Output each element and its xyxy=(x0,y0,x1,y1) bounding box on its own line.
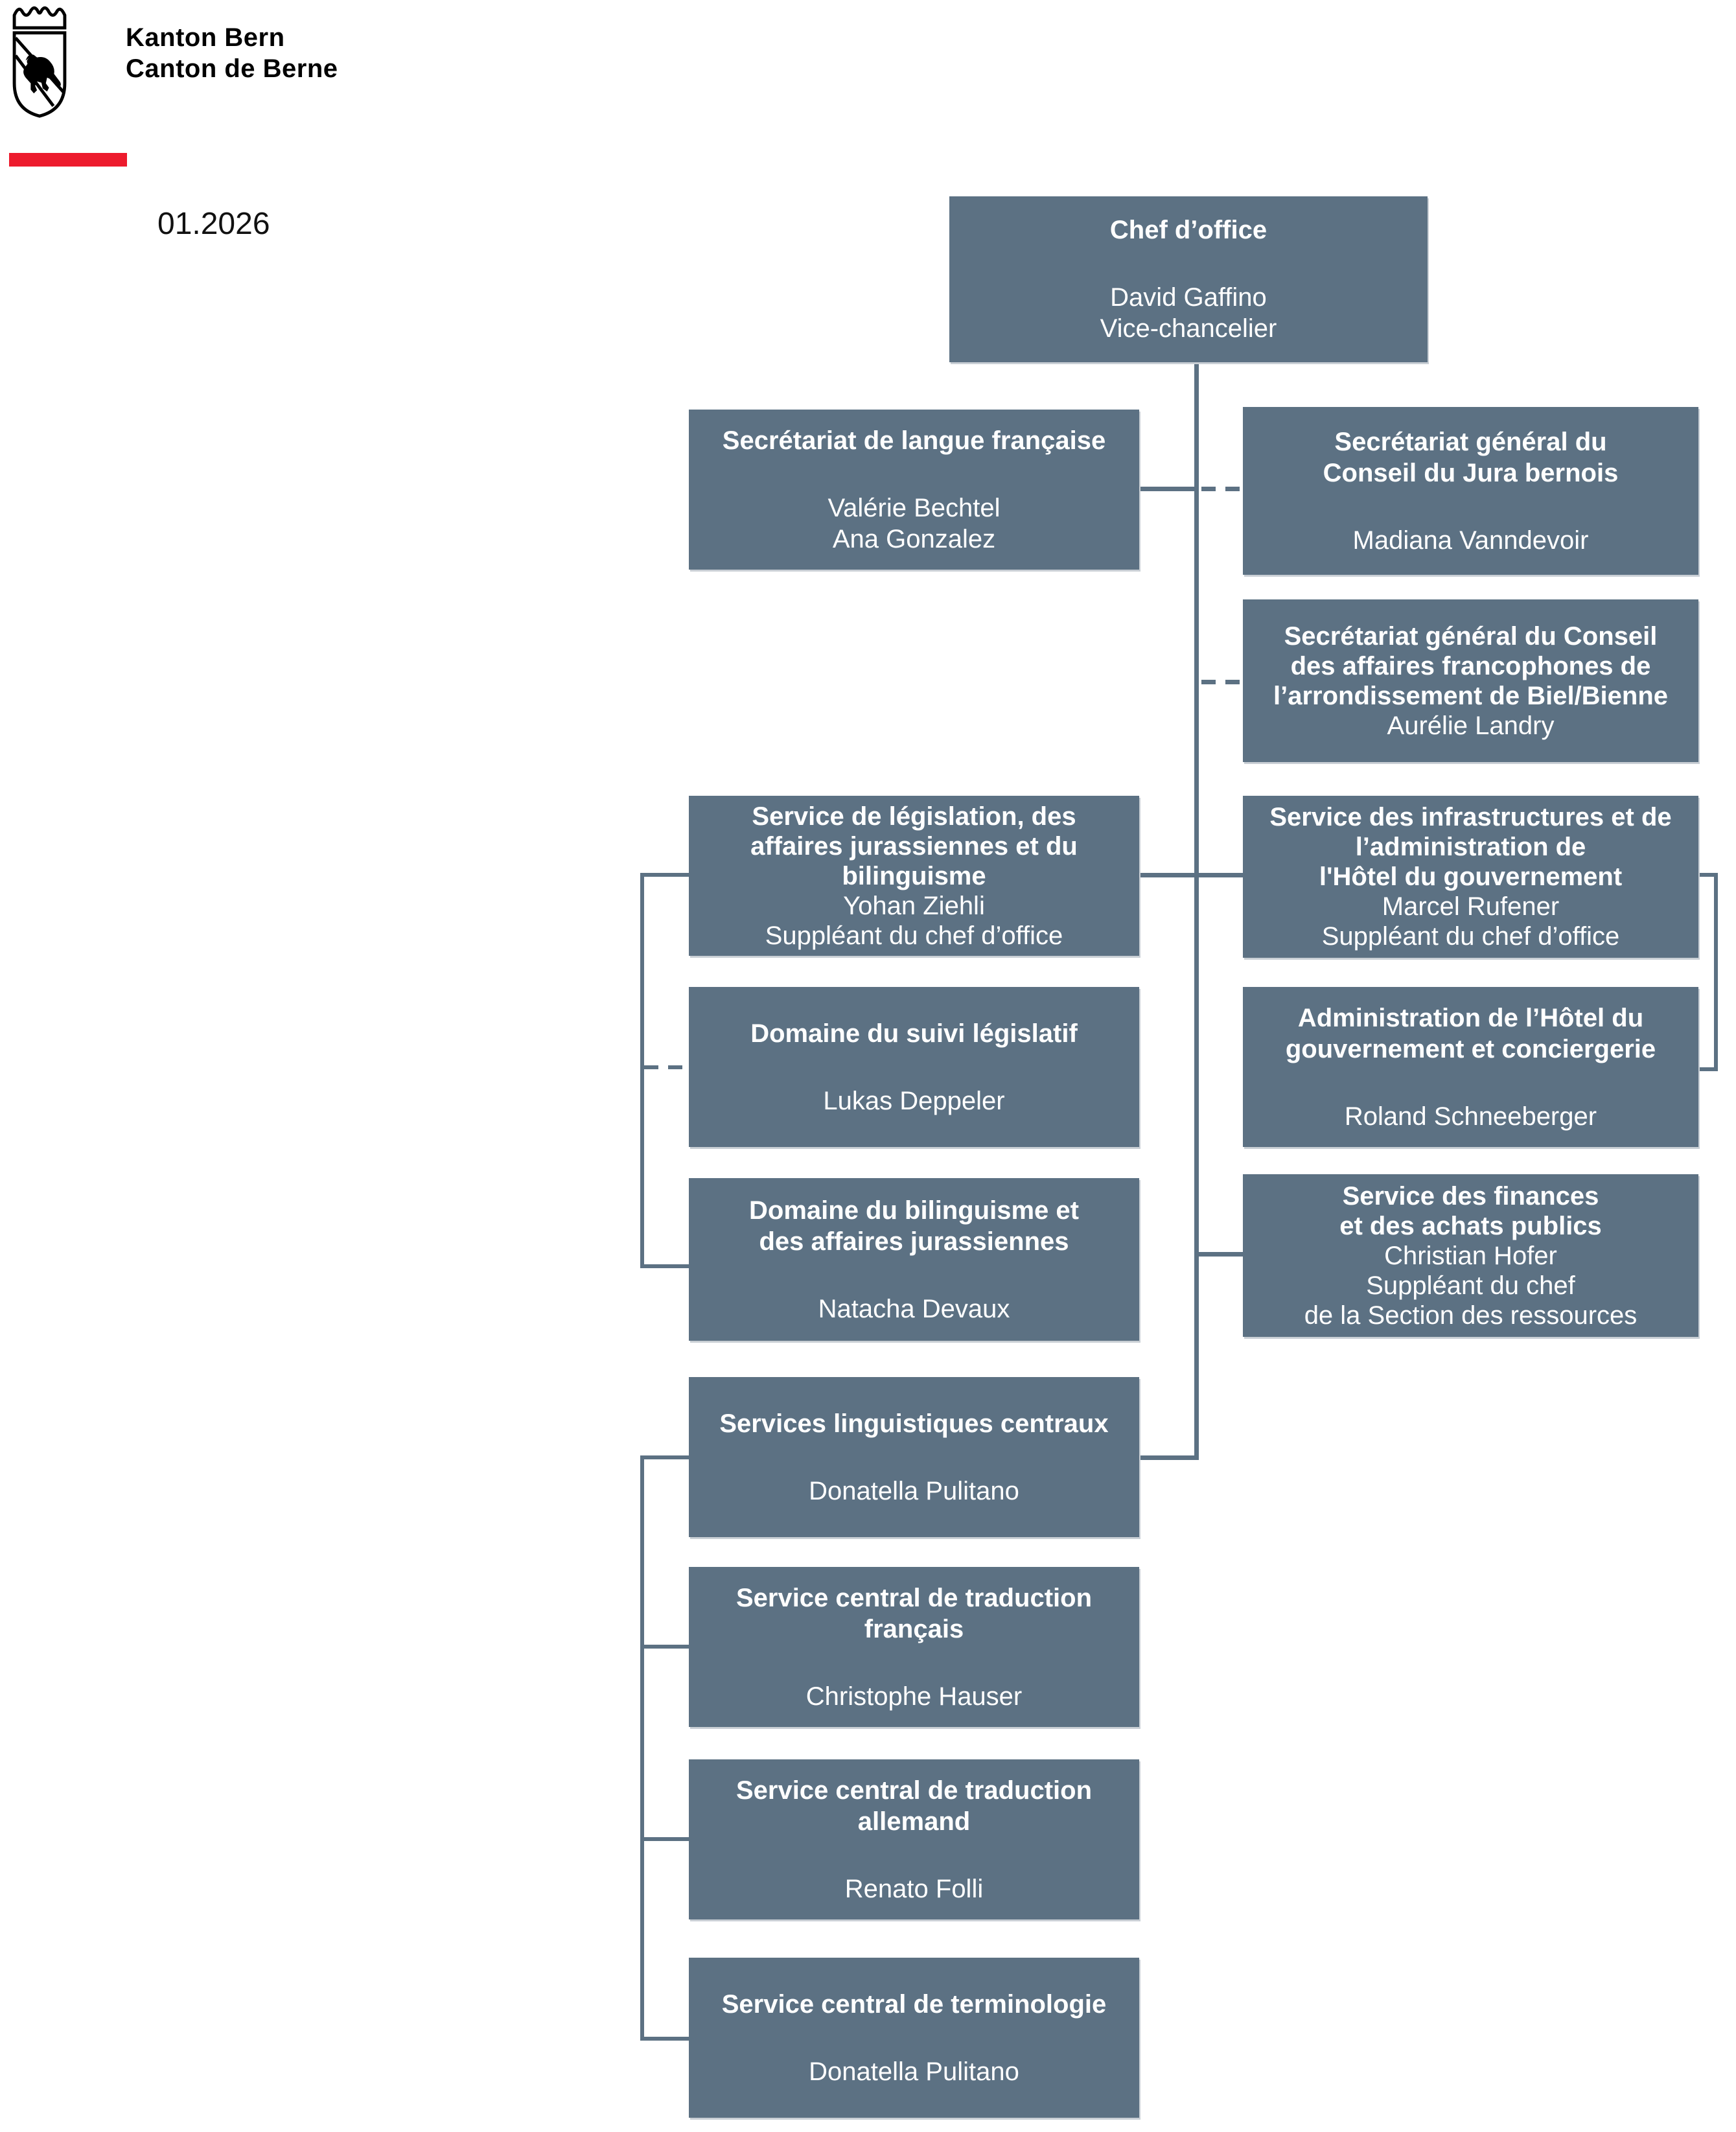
chart-date: 01.2026 xyxy=(157,207,270,241)
logo-wordmark: Kanton Bern Canton de Berne xyxy=(126,22,338,84)
connector-stub-terminologie xyxy=(640,2037,689,2041)
connector-stub-infrastructures xyxy=(1698,873,1714,877)
connector-branch-finances xyxy=(1199,1252,1243,1257)
box-names: Aurélie Landry xyxy=(1387,711,1555,740)
connector-stub-linguistiques xyxy=(640,1455,689,1459)
box-names: Renato Folli xyxy=(844,1874,984,1903)
connector-stub-admin-hotel xyxy=(1698,1067,1714,1071)
logo-line-2: Canton de Berne xyxy=(126,54,338,83)
box-names: Natacha Devaux xyxy=(818,1294,1010,1323)
connector-stub-suivi-dashed xyxy=(644,1065,689,1069)
box-title: Services linguistiques centraux xyxy=(719,1409,1109,1438)
box-names: Christophe Hauser xyxy=(805,1682,1023,1711)
connector-stub-bilinguisme xyxy=(640,1264,689,1268)
org-box-secretariat-langue-francaise: Secrétariat de langue française Valérie … xyxy=(689,410,1139,570)
box-names: Roland Schneeberger xyxy=(1344,1102,1597,1131)
logo-line-1: Kanton Bern xyxy=(126,23,285,52)
connector-branch-linguistiques xyxy=(1139,1455,1196,1460)
connector-stub-traduction-allemand xyxy=(640,1837,689,1841)
box-title: Service central de terminologie xyxy=(721,1989,1107,2019)
box-title: Domaine du suivi législatif xyxy=(750,1019,1078,1048)
box-names: Donatella Pulitano xyxy=(809,1476,1019,1505)
connector-branch-jura-dashed xyxy=(1201,487,1243,491)
box-title: Chef d’office xyxy=(1109,216,1267,244)
connector-stub-legislation xyxy=(640,873,689,877)
connector-left-bracket-linguistiques xyxy=(640,1455,644,2041)
org-box-domaine-suivi-legislatif: Domaine du suivi législatif Lukas Deppel… xyxy=(689,987,1139,1147)
bern-coat-of-arms-icon xyxy=(12,6,67,118)
connector-left-bracket-legislation xyxy=(640,873,644,1268)
connector-branch-legislation-infrastructures xyxy=(1139,873,1243,877)
box-names: Madiana Vanndevoir xyxy=(1352,526,1589,555)
org-box-terminologie: Service central de terminologie Donatell… xyxy=(689,1958,1139,2118)
connector-trunk xyxy=(1194,362,1199,1460)
red-accent-bar xyxy=(9,153,127,167)
box-names: Donatella Pulitano xyxy=(809,2057,1019,2086)
connector-branch-caf-dashed xyxy=(1201,680,1243,684)
connector-right-bracket-infrastructures xyxy=(1714,873,1718,1071)
connector-branch-secretariat-fr xyxy=(1139,487,1196,491)
box-names: Lukas Deppeler xyxy=(823,1086,1005,1115)
connector-stub-traduction-francais xyxy=(640,1645,689,1649)
org-box-services-linguistiques-centraux: Services linguistiques centraux Donatell… xyxy=(689,1377,1139,1537)
box-title: Secrétariat de langue française xyxy=(722,426,1106,455)
